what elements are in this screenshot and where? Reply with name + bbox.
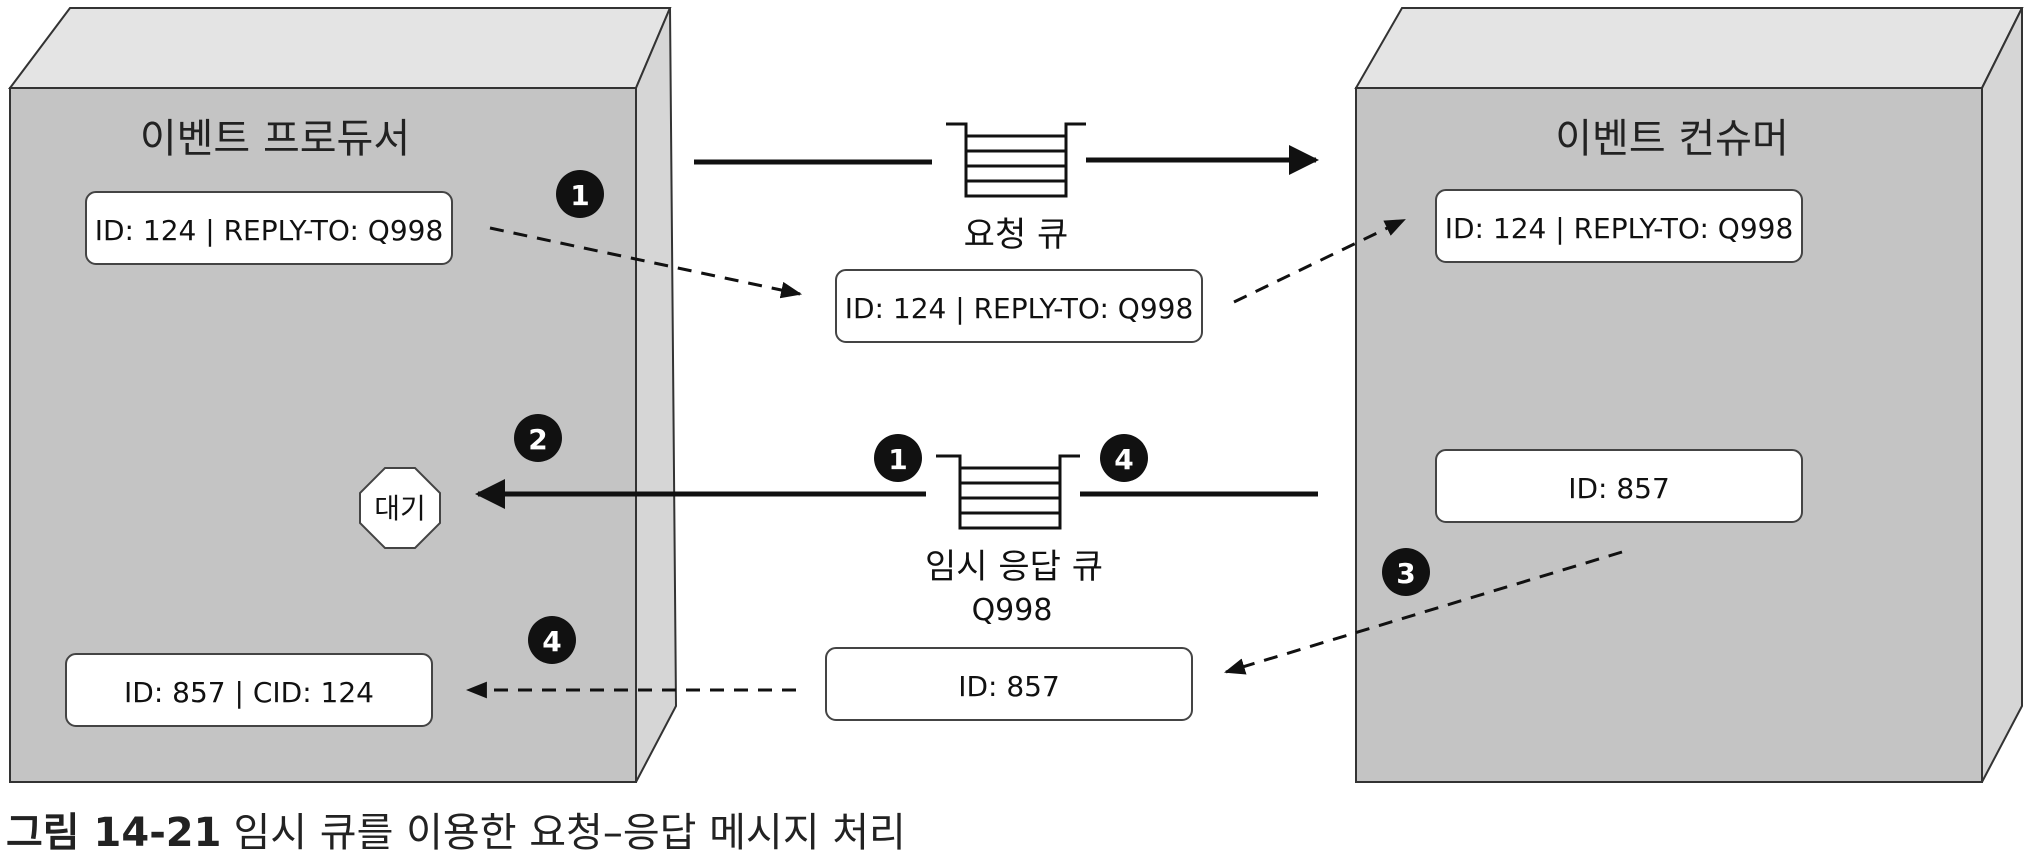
producer-response-card: ID: 857 | CID: 124	[65, 653, 433, 727]
reply-queue-name: Q998	[972, 593, 1053, 628]
svg-text:3: 3	[1396, 557, 1415, 590]
flow-request-queue-to-consumer	[1233, 218, 1406, 304]
reply-queue-message: ID: 857	[958, 670, 1060, 703]
step-badge-1-reply-queue: 1	[874, 434, 922, 482]
figure-number: 그림 14-21	[6, 810, 222, 856]
request-queue-label: 요청 큐	[964, 215, 1069, 255]
svg-text:4: 4	[1114, 443, 1133, 476]
step-badge-3-response: 3	[1382, 548, 1430, 596]
producer-request-text: ID: 124 | REPLY-TO: Q998	[95, 214, 444, 247]
producer-box-top	[8, 7, 672, 89]
reply-queue-card: ID: 857	[825, 647, 1193, 721]
request-queue-card: ID: 124 | REPLY-TO: Q998	[835, 269, 1203, 343]
svg-text:1: 1	[888, 443, 907, 476]
step-badge-2-wait: 2	[514, 414, 562, 462]
producer-box-side	[635, 7, 678, 783]
consumer-box-top	[1354, 7, 2024, 89]
reply-queue-label: 임시 응답 큐	[925, 547, 1103, 587]
request-queue-message: ID: 124 | REPLY-TO: Q998	[845, 292, 1194, 325]
consumer-request-card: ID: 124 | REPLY-TO: Q998	[1435, 189, 1803, 263]
consumer-request-text: ID: 124 | REPLY-TO: Q998	[1445, 212, 1794, 245]
step-badge-4-receive: 4	[528, 616, 576, 664]
consumer-response-text: ID: 857	[1568, 472, 1670, 505]
wait-octagon: 대기	[359, 467, 441, 549]
consumer-title: 이벤트 컨슈머	[1555, 116, 1789, 162]
step-badge-1-request: 1	[556, 170, 604, 218]
reply-queue-icon	[936, 454, 1080, 530]
request-queue: 요청 큐	[694, 122, 1319, 255]
svg-text:2: 2	[528, 423, 547, 456]
producer-title: 이벤트 프로듀서	[140, 116, 410, 162]
flow-producer-to-request-queue	[489, 226, 803, 299]
consumer-response-card: ID: 857	[1435, 449, 1803, 523]
step-badge-4-reply-queue: 4	[1100, 434, 1148, 482]
producer-response-text: ID: 857 | CID: 124	[124, 676, 374, 709]
request-queue-icon	[946, 122, 1086, 198]
svg-text:4: 4	[542, 625, 561, 658]
reply-queue: 임시 응답 큐 Q998	[475, 454, 1318, 628]
flow-consumer-to-reply-queue	[1223, 550, 1623, 675]
consumer-box-side	[1981, 7, 2023, 783]
svg-text:1: 1	[570, 179, 589, 212]
wait-label: 대기	[374, 492, 426, 525]
figure-caption-text: 임시 큐를 이용한 요청–응답 메시지 처리	[233, 810, 906, 856]
producer-request-card: ID: 124 | REPLY-TO: Q998	[85, 191, 453, 265]
